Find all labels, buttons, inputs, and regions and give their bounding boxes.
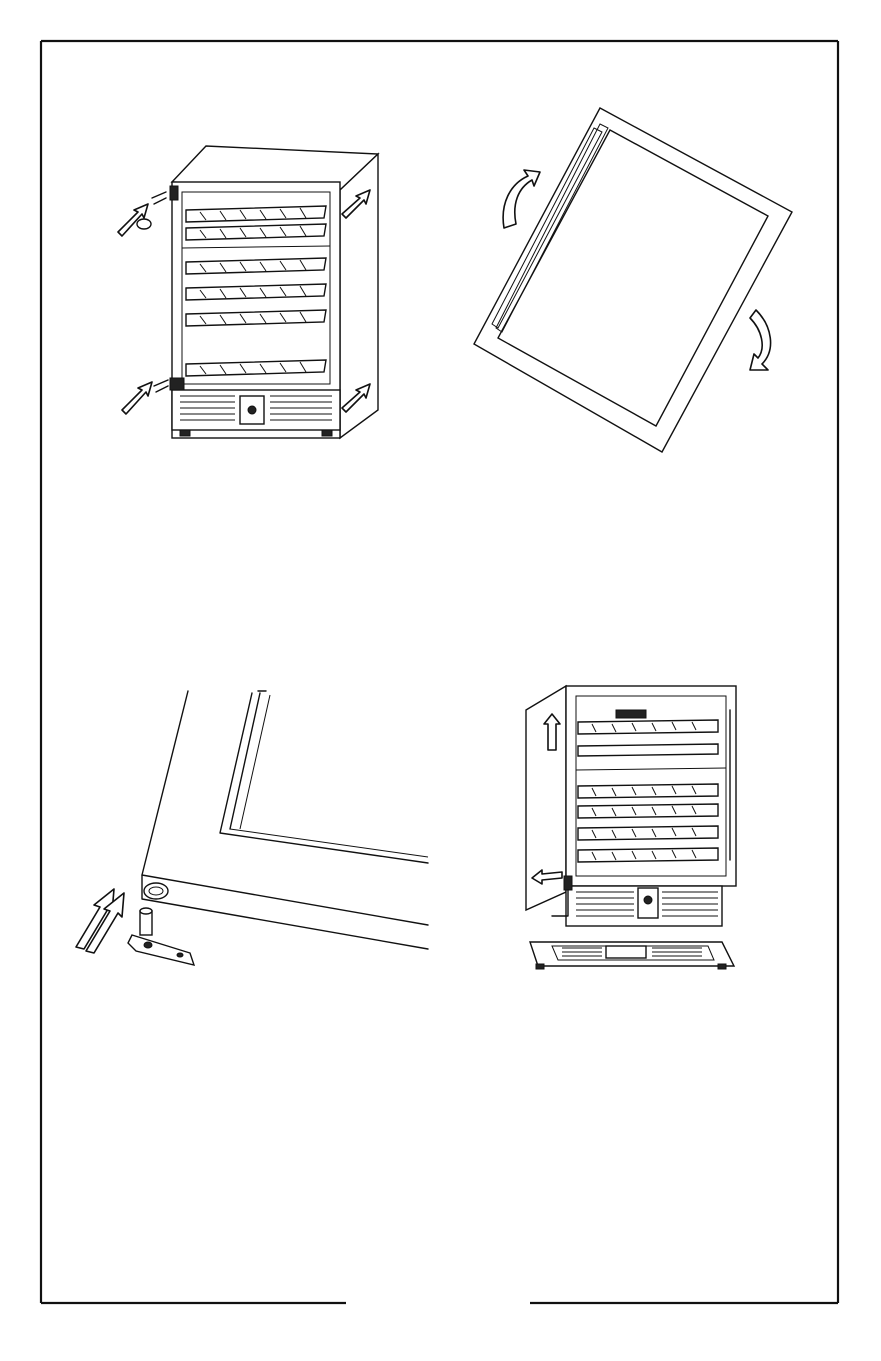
hinge-hole (144, 883, 168, 899)
figure-door-rotate (470, 100, 800, 455)
bottom-hinge (564, 876, 572, 890)
figure-door-removal (110, 140, 400, 445)
lock-icon (248, 406, 256, 414)
figure-hinge-pin (70, 685, 430, 975)
rotate-arrow-icon (750, 310, 771, 370)
top-hinge (170, 186, 178, 200)
display-panel (616, 710, 646, 718)
screw-icon (137, 219, 151, 229)
lock-icon (644, 896, 652, 904)
arrow-icon (76, 889, 124, 953)
hinge-pin-icon (128, 908, 194, 965)
bottom-hinge (170, 378, 184, 390)
rotate-arrow-icon (503, 170, 540, 228)
figure-door-reinstall (522, 680, 742, 970)
page-number (346, 1294, 530, 1314)
